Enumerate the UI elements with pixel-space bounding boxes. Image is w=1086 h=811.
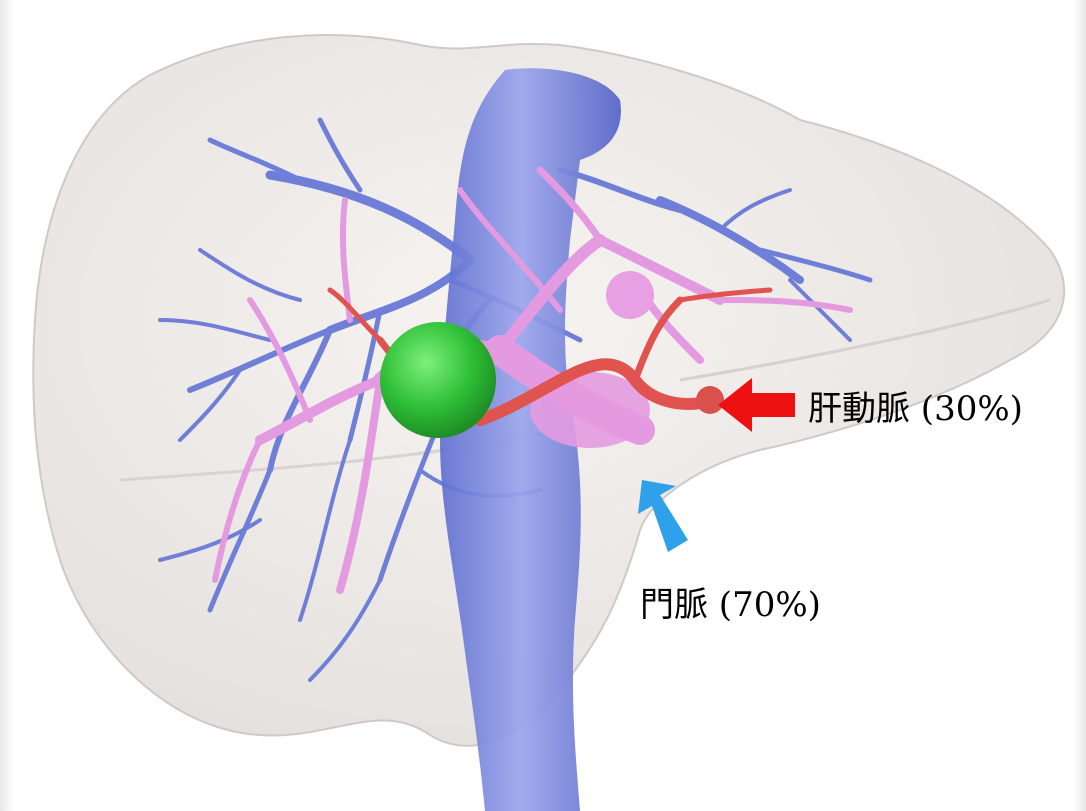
hepatic-artery-label: 肝動脈 (30%) <box>808 392 1023 426</box>
tumor-sphere <box>380 322 496 438</box>
portal-vein-label: 門脈 (70%) <box>640 588 821 622</box>
